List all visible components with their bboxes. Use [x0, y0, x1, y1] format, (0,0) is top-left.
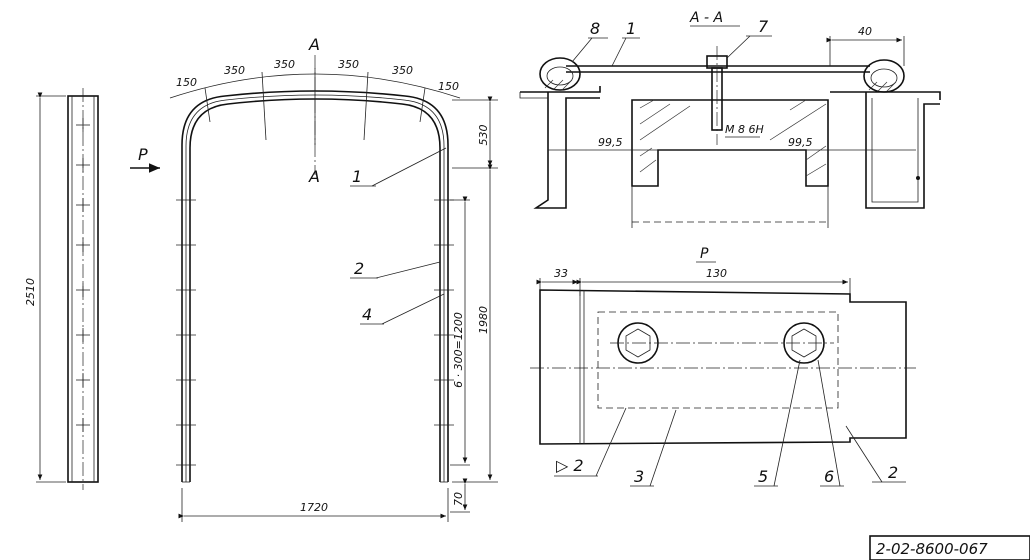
rung-spacing-dim: 6 · 300=1200: [452, 312, 465, 388]
view-p-plan: P 33 130 ▷ 2 3 5 6 2: [530, 246, 916, 487]
section-right-offset-dim: 99,5: [788, 136, 813, 149]
callout-4: 4: [362, 305, 372, 324]
weld-symbol: ▷ 2: [556, 456, 584, 475]
section-a-a: A - A 99,5: [519, 10, 941, 228]
callout-8: 8: [590, 19, 600, 38]
section-left-offset-dim: 99,5: [598, 136, 623, 149]
plan-offset-dim: 33: [554, 267, 568, 280]
base-offset-dim: 70: [452, 492, 465, 506]
section-a-bottom-label: A: [308, 167, 320, 186]
view-p-arrow-label: P: [138, 145, 148, 164]
arc-seg-2: 350: [224, 64, 245, 77]
drawing-number: 2-02-8600-067: [876, 540, 988, 558]
front-view-arch: 150 350 350 350 350 150 A A: [169, 35, 498, 522]
section-title: A - A: [689, 10, 723, 26]
callout-5-plan: 5: [758, 467, 768, 486]
callout-6-plan: 6: [824, 467, 834, 486]
arc-seg-1: 150: [176, 76, 197, 89]
overall-height-dim: 2510: [24, 278, 37, 306]
callout-2: 2: [354, 259, 364, 278]
bolt-thread-dim: M 8 6H: [725, 123, 764, 136]
arc-seg-6: 150: [438, 80, 459, 93]
arch-rise-dim: 530: [477, 125, 490, 146]
side-view: 2510: [24, 88, 99, 490]
callout-1-section: 1: [626, 19, 636, 38]
callout-2-plan: 2: [888, 463, 898, 482]
view-p-indicator: P: [130, 145, 160, 173]
span-width-dim: 1720: [300, 501, 328, 514]
arc-seg-4: 350: [338, 58, 359, 71]
section-a-top-label: A: [308, 35, 320, 54]
callout-3-plan: 3: [634, 467, 644, 486]
section-right-width-dim: 40: [858, 25, 872, 38]
plan-length-dim: 130: [706, 267, 727, 280]
leg-height-dim: 1980: [477, 306, 490, 334]
drawing-number-box: 2-02-8600-067: [869, 535, 1030, 560]
arc-seg-3: 350: [274, 58, 295, 71]
callout-1: 1: [352, 167, 362, 186]
arc-seg-5: 350: [392, 64, 413, 77]
view-p-title: P: [700, 246, 709, 262]
callout-7: 7: [758, 17, 769, 36]
